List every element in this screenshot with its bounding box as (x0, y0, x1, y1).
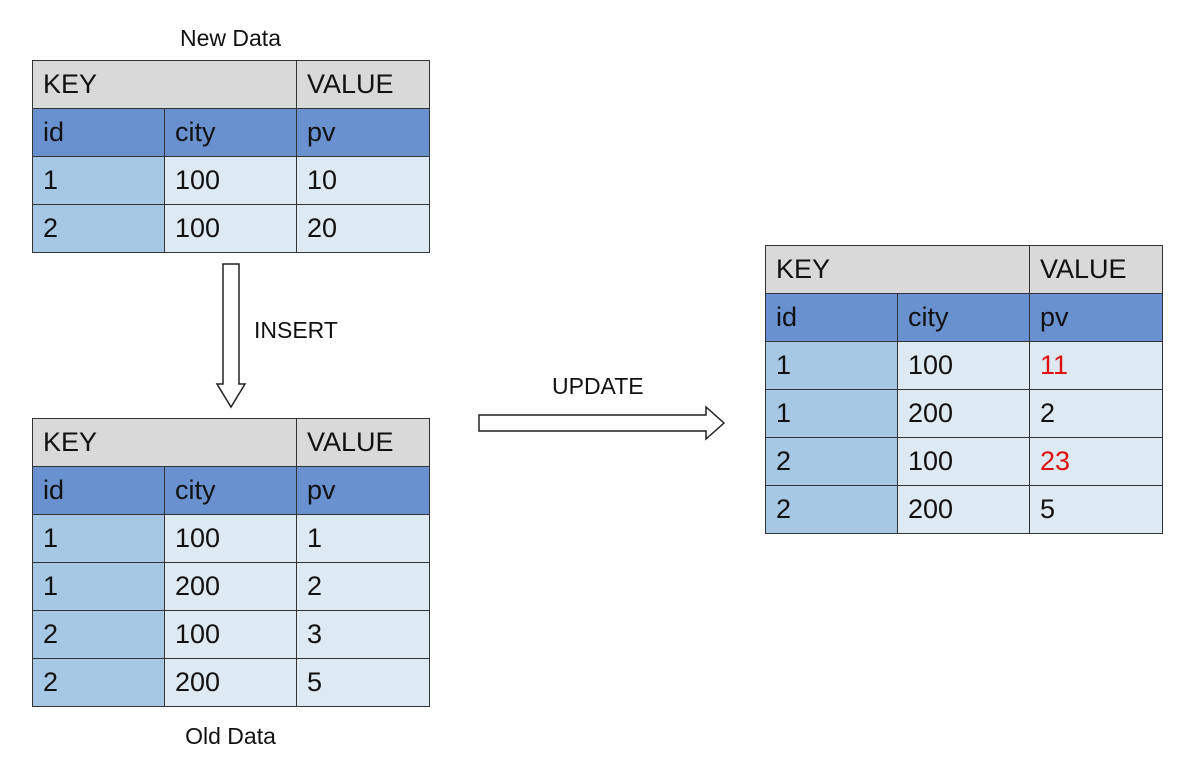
table-row: 2 100 3 (32, 610, 430, 659)
column-header-pv: pv (296, 466, 430, 515)
city-cell: 100 (164, 610, 297, 659)
pv-cell: 5 (296, 658, 430, 707)
city-cell: 100 (897, 437, 1030, 486)
table-row: 2 200 5 (32, 658, 430, 707)
id-cell: 1 (765, 389, 898, 438)
right-arrow-icon (478, 405, 726, 441)
city-cell: 100 (897, 341, 1030, 390)
insert-label: INSERT (254, 317, 338, 343)
id-cell: 1 (32, 562, 165, 611)
value-header: VALUE (296, 60, 430, 109)
pv-cell-updated: 11 (1029, 341, 1163, 390)
id-cell: 2 (765, 485, 898, 534)
table-row: 2 100 23 (765, 437, 1163, 486)
new-data-table: KEY VALUE id city pv 1 100 10 2 100 20 (32, 60, 430, 253)
pv-cell: 10 (296, 156, 430, 205)
table-row: 2 200 5 (765, 485, 1163, 534)
pv-cell: 3 (296, 610, 430, 659)
old-data-caption: Old Data (185, 723, 276, 749)
key-header: KEY (32, 60, 297, 109)
id-cell: 2 (32, 204, 165, 253)
value-header: VALUE (296, 418, 430, 467)
key-header: KEY (32, 418, 297, 467)
id-cell: 1 (32, 156, 165, 205)
column-header-id: id (765, 293, 898, 342)
pv-cell: 2 (1029, 389, 1163, 438)
key-value-header-row: KEY VALUE (32, 418, 430, 467)
city-cell: 100 (164, 514, 297, 563)
column-header-row: id city pv (32, 108, 430, 157)
id-cell: 2 (32, 658, 165, 707)
column-header-pv: pv (1029, 293, 1163, 342)
pv-cell-updated: 23 (1029, 437, 1163, 486)
table-row: 1 200 2 (32, 562, 430, 611)
pv-cell: 20 (296, 204, 430, 253)
down-arrow-icon (215, 263, 247, 409)
column-header-row: id city pv (765, 293, 1163, 342)
column-header-id: id (32, 466, 165, 515)
id-cell: 2 (32, 610, 165, 659)
update-label: UPDATE (552, 373, 644, 399)
pv-cell: 2 (296, 562, 430, 611)
table-row: 1 100 11 (765, 341, 1163, 390)
id-cell: 1 (32, 514, 165, 563)
value-header: VALUE (1029, 245, 1163, 294)
result-table: KEY VALUE id city pv 1 100 11 1 200 2 2 … (765, 245, 1163, 534)
pv-cell: 1 (296, 514, 430, 563)
city-cell: 200 (164, 658, 297, 707)
column-header-city: city (164, 466, 297, 515)
table-row: 1 200 2 (765, 389, 1163, 438)
column-header-city: city (164, 108, 297, 157)
city-cell: 100 (164, 156, 297, 205)
column-header-pv: pv (296, 108, 430, 157)
table-row: 1 100 10 (32, 156, 430, 205)
city-cell: 100 (164, 204, 297, 253)
column-header-city: city (897, 293, 1030, 342)
city-cell: 200 (897, 389, 1030, 438)
new-data-caption: New Data (180, 25, 281, 51)
column-header-id: id (32, 108, 165, 157)
key-value-header-row: KEY VALUE (32, 60, 430, 109)
table-row: 1 100 1 (32, 514, 430, 563)
key-header: KEY (765, 245, 1030, 294)
pv-cell: 5 (1029, 485, 1163, 534)
old-data-table: KEY VALUE id city pv 1 100 1 1 200 2 2 1… (32, 418, 430, 707)
id-cell: 2 (765, 437, 898, 486)
key-value-header-row: KEY VALUE (765, 245, 1163, 294)
column-header-row: id city pv (32, 466, 430, 515)
city-cell: 200 (897, 485, 1030, 534)
id-cell: 1 (765, 341, 898, 390)
city-cell: 200 (164, 562, 297, 611)
table-row: 2 100 20 (32, 204, 430, 253)
